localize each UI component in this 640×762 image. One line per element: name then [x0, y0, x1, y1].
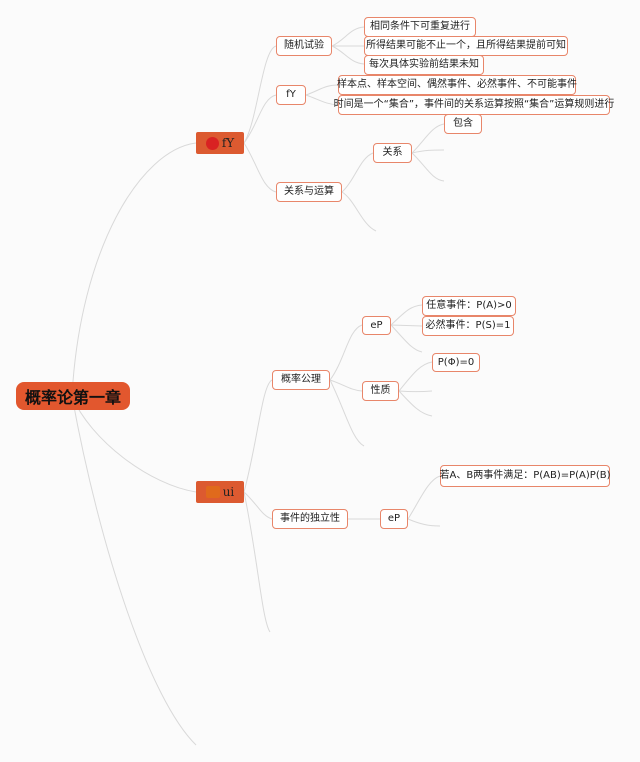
connector: [71, 395, 197, 746]
subtopic-event-independence[interactable]: 事件的独立性: [272, 509, 348, 529]
red-circle-icon: [205, 136, 219, 150]
subtopic-label: 事件的独立性: [280, 513, 340, 524]
connector: [390, 304, 423, 326]
orange-square-icon: [205, 486, 220, 498]
connector: [398, 361, 433, 392]
leaf-node[interactable]: 相同条件下可重复进行: [364, 17, 476, 37]
leaf-label: 必然事件：P(S)=1: [425, 320, 511, 331]
connector: [329, 379, 365, 447]
leaf-node[interactable]: 样本点、样本空间、偶然事件、必然事件、不可能事件: [337, 75, 577, 95]
subtopic-label: fY: [286, 89, 296, 100]
connector: [390, 324, 423, 327]
leaf-node[interactable]: 任意事件：P(A)>0: [422, 296, 516, 316]
root-topic-label: 概率论第一章: [24, 388, 121, 407]
leaf-label: 包含: [453, 118, 473, 129]
connector: [243, 491, 273, 520]
leaf-node[interactable]: 必然事件：P(S)=1: [422, 316, 514, 336]
subtopic-relation-operation[interactable]: 关系与运算: [276, 182, 342, 202]
connector: [71, 395, 197, 493]
connector: [71, 142, 197, 397]
connector: [305, 84, 339, 96]
subtopic-label: 性质: [370, 385, 391, 396]
leaf-node[interactable]: 时间是一个“集合”，事件间的关系运算按照“集合”运算规则进行: [334, 95, 614, 115]
subtopic-properties[interactable]: 性质: [362, 381, 399, 401]
connector: [407, 475, 441, 520]
connector: [329, 324, 363, 381]
connector: [407, 518, 441, 527]
subtopic-label: 概率公理: [281, 374, 321, 385]
subtopic-label: 关系: [382, 147, 403, 158]
leaf-node[interactable]: 所得结果可能不止一个，且所得结果提前可知: [364, 36, 568, 56]
connector: [341, 152, 374, 193]
connector: [329, 379, 363, 392]
connector: [243, 491, 271, 633]
subtopic-ep[interactable]: eP: [380, 509, 408, 529]
connector: [243, 379, 273, 493]
leaf-label: 任意事件：P(A)>0: [426, 300, 512, 311]
main-topic-1[interactable]: fY: [196, 132, 244, 154]
connector: [398, 390, 433, 393]
leaf-label: 每次具体实验前结果未知: [369, 59, 479, 70]
subtopic-ep[interactable]: eP: [362, 316, 391, 335]
leaf-label: 若A、B两事件满足：P(AB)=P(A)P(B): [439, 470, 611, 481]
leaf-node[interactable]: 包含: [444, 114, 482, 134]
leaf-label: 时间是一个“集合”，事件间的关系运算按照“集合”运算规则进行: [333, 99, 615, 110]
connector: [331, 26, 365, 47]
connector: [243, 45, 277, 144]
connector: [390, 324, 423, 353]
subtopic-random-experiment[interactable]: 随机试验: [276, 36, 332, 56]
main-topic-2-label: ui: [222, 485, 235, 499]
connector: [398, 390, 433, 417]
leaf-label: 相同条件下可重复进行: [370, 21, 470, 32]
leaf-label: 所得结果可能不止一个，且所得结果提前可知: [366, 40, 566, 51]
root-topic[interactable]: 概率论第一章: [16, 382, 130, 410]
leaf-label: P(Φ)=0: [437, 356, 475, 368]
connector: [243, 142, 277, 193]
subtopic-fy[interactable]: fY: [276, 85, 306, 105]
connector: [341, 191, 377, 232]
subtopic-probability-axiom[interactable]: 概率公理: [272, 370, 330, 390]
connector: [411, 152, 445, 182]
subtopic-label: 关系与运算: [284, 186, 334, 197]
subtopic-label: eP: [370, 319, 383, 331]
main-topic-1-label: fY: [221, 136, 235, 150]
connector: [331, 45, 365, 65]
subtopic-relation[interactable]: 关系: [373, 143, 412, 163]
connector: [305, 94, 339, 106]
leaf-node[interactable]: P(Φ)=0: [432, 353, 480, 372]
connector: [411, 149, 445, 154]
leaf-node[interactable]: 若A、B两事件满足：P(AB)=P(A)P(B): [439, 465, 611, 487]
leaf-node[interactable]: 每次具体实验前结果未知: [364, 55, 484, 75]
connector: [411, 123, 445, 154]
main-topic-2[interactable]: ui: [196, 481, 244, 503]
connector: [243, 94, 277, 144]
subtopic-label: eP: [387, 513, 401, 524]
leaf-label: 样本点、样本空间、偶然事件、必然事件、不可能事件: [337, 79, 577, 90]
subtopic-label: 随机试验: [284, 40, 324, 51]
